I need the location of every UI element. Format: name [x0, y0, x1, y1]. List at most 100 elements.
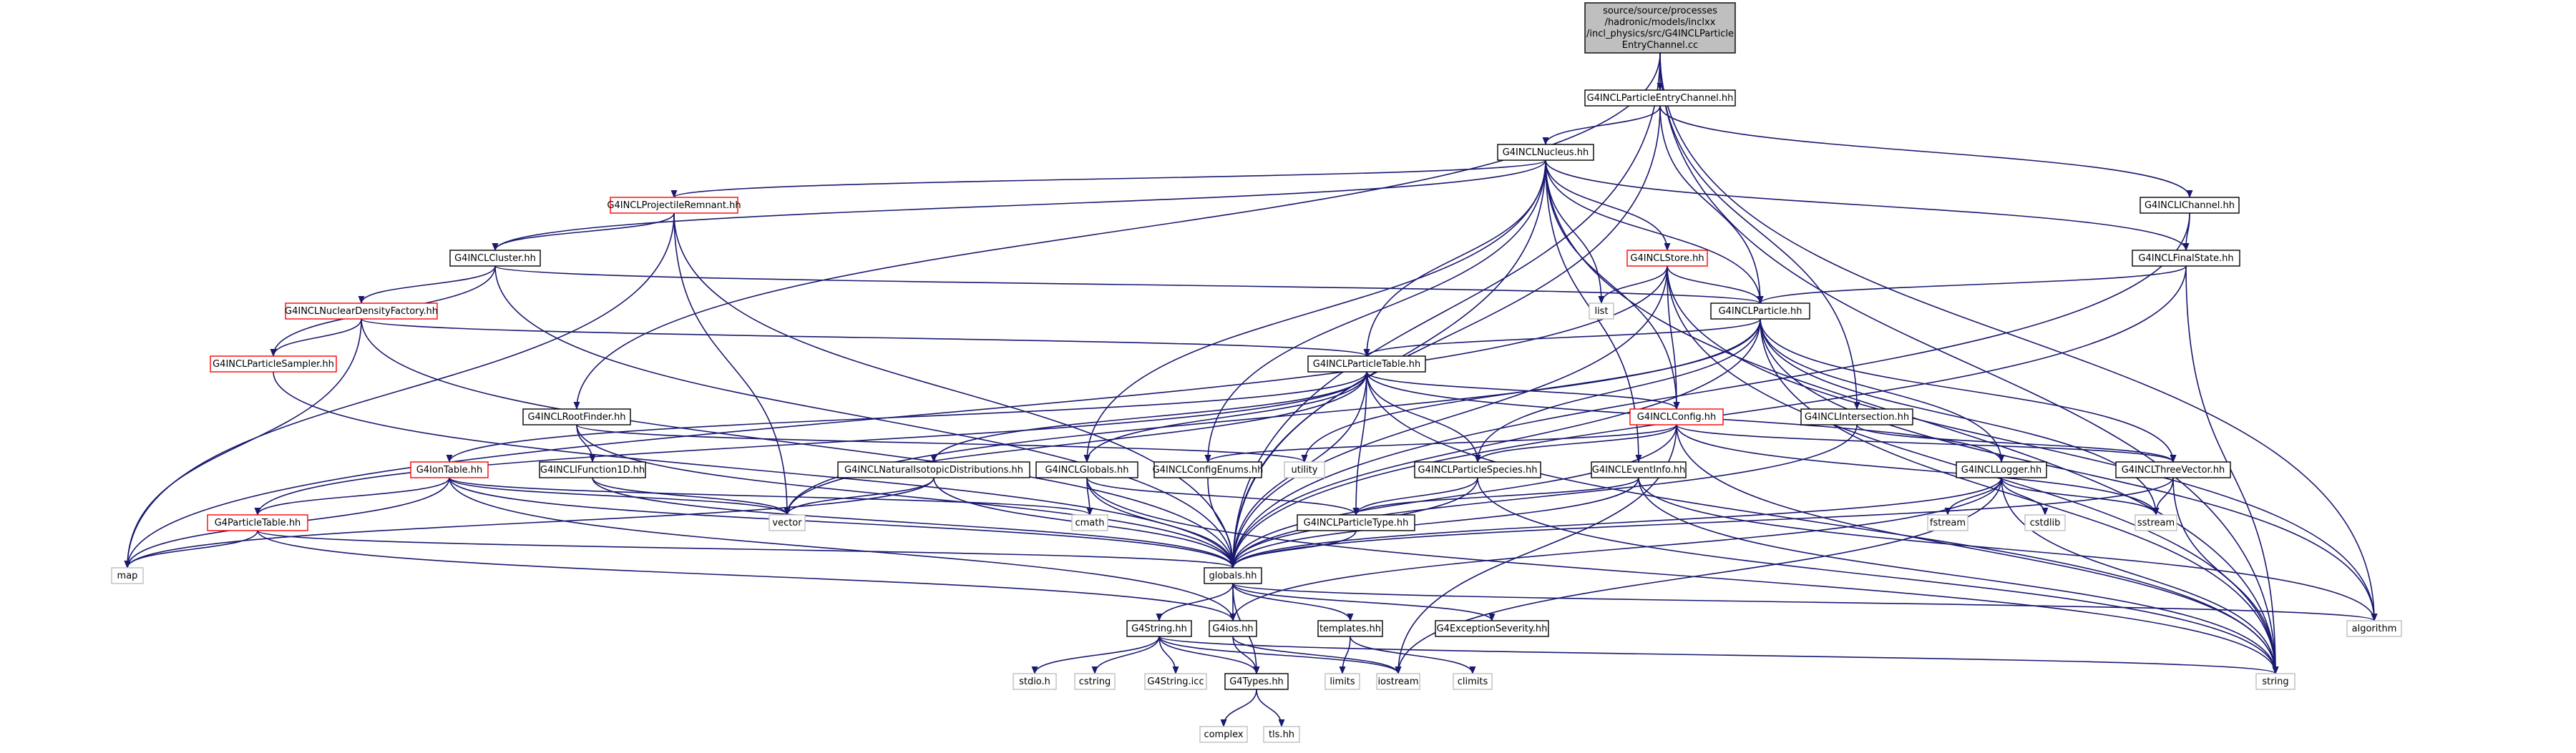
edge-ptable-to-iontable — [446, 371, 1367, 463]
node-box — [1126, 620, 1192, 637]
node-label: G4INCLParticle.hh — [1719, 306, 1802, 317]
node-label: G4INCLParticleTable.hh — [1313, 359, 1420, 370]
edge-entrychannel-to-particle — [1659, 105, 1764, 304]
node-g4ios[interactable]: G4ios.hh — [1209, 620, 1257, 637]
edge-ndfactory-to-ptable — [361, 318, 1370, 357]
node-nucleus[interactable]: G4INCLNucleus.hh — [1497, 144, 1594, 161]
node-label: G4INCLParticleSpecies.hh — [1418, 465, 1538, 476]
node-box — [2115, 461, 2231, 478]
node-threevector[interactable]: G4INCLThreeVector.hh — [2115, 461, 2231, 478]
edge-cluster-to-particle — [494, 265, 1763, 304]
node-box — [1263, 726, 1300, 743]
node-channel[interactable]: G4INCLIChannel.hh — [2140, 197, 2240, 214]
node-function1d[interactable]: G4INCLIFunction1D.hh — [539, 461, 646, 478]
node-cstdlib: cstdlib — [2024, 514, 2066, 531]
edge-g4ptable-to-g4ios — [257, 530, 1236, 621]
edge-g4string-to-iostream — [1158, 636, 1402, 674]
edge-pspecies-to-string — [1477, 477, 2279, 674]
edge-finalstate-to-particle — [1757, 265, 2187, 304]
node-entrychannel[interactable]: G4INCLParticleEntryChannel.hh — [1584, 89, 1736, 107]
edge-ptable-to-ptype — [1352, 371, 1367, 516]
node-configenums[interactable]: G4INCLConfigEnums.hh — [1153, 461, 1264, 478]
node-label: G4INCLFinalState.hh — [2138, 253, 2233, 264]
node-intersection[interactable]: G4INCLIntersection.hh — [1800, 408, 1913, 425]
node-ndfactory[interactable]: G4INCLNuclearDensityFactory.hh — [285, 302, 438, 320]
node-label: G4INCLCluster.hh — [454, 253, 536, 264]
node-root[interactable]: source/source/processes/hadronic/models/… — [1584, 2, 1736, 54]
edge-channel-to-globals — [1229, 212, 2190, 569]
node-label: G4INCLNuclearDensityFactory.hh — [285, 306, 438, 317]
node-pspecies[interactable]: G4INCLParticleSpecies.hh — [1414, 461, 1541, 478]
edge-config-to-globals — [1229, 424, 1677, 569]
node-box — [1800, 408, 1913, 425]
edge-globals-to-templates — [1232, 583, 1354, 621]
edge-pspecies-to-ptype — [1352, 477, 1478, 516]
node-psampler[interactable]: G4INCLParticleSampler.hh — [210, 355, 337, 373]
node-config[interactable]: G4INCLConfig.hh — [1629, 408, 1724, 425]
edge-eventinfo-to-ptype — [1352, 477, 1639, 516]
node-store[interactable]: G4INCLStore.hh — [1626, 250, 1708, 267]
node-box — [1209, 620, 1257, 637]
node-box — [1589, 302, 1614, 320]
node-exception[interactable]: G4ExceptionSeverity.hh — [1435, 620, 1549, 637]
node-iontable[interactable]: G4IonTable.hh — [410, 461, 489, 478]
edge-g4ptable-to-map — [124, 530, 258, 569]
node-finalstate[interactable]: G4INCLFinalState.hh — [2132, 250, 2240, 267]
node-box — [1317, 620, 1383, 637]
edge-cluster-to-globals — [494, 265, 1236, 569]
node-box — [1626, 250, 1708, 267]
node-complex: complex — [1199, 726, 1248, 743]
node-label: G4INCLNucleus.hh — [1503, 147, 1589, 158]
node-label: sstream — [2137, 518, 2175, 528]
node-label: complex — [1204, 729, 1243, 740]
edge-store-to-config — [1667, 265, 1680, 410]
node-ptype[interactable]: G4INCLParticleType.hh — [1297, 514, 1415, 531]
edge-logger-to-globals — [1229, 477, 2002, 569]
node-globals[interactable]: globals.hh — [1204, 567, 1262, 584]
node-natiso[interactable]: G4INCLNaturalIsotopicDistributions.hh — [837, 461, 1030, 478]
edge-eventinfo-to-globals — [1229, 477, 1639, 569]
node-box — [2024, 514, 2066, 531]
node-g4ptable[interactable]: G4ParticleTable.hh — [207, 514, 308, 531]
edge-store-to-particle — [1667, 265, 1764, 304]
edge-rootfinder-to-utility — [576, 424, 1308, 463]
node-box — [1074, 673, 1116, 690]
node-g4string[interactable]: G4String.hh — [1126, 620, 1192, 637]
edge-function1d-to-globals — [592, 477, 1236, 569]
node-logger[interactable]: G4INCLLogger.hh — [1956, 461, 2047, 478]
edge-ptable-to-g4ptable — [254, 371, 1367, 516]
node-templates[interactable]: templates.hh — [1317, 620, 1383, 637]
edge-projremnant-to-map — [124, 212, 675, 569]
node-particle[interactable]: G4INCLParticle.hh — [1710, 302, 1810, 320]
node-box — [1297, 514, 1415, 531]
node-g4types[interactable]: G4Types.hh — [1224, 673, 1289, 690]
edge-g4ios-to-g4types — [1232, 636, 1260, 674]
edge-g4string-to-g4types — [1158, 636, 1260, 674]
edge-config-to-pspecies — [1474, 424, 1677, 463]
node-label: G4IonTable.hh — [416, 465, 483, 476]
node-rootfinder[interactable]: G4INCLRootFinder.hh — [522, 408, 631, 425]
node-label: algorithm — [2352, 624, 2397, 634]
edge-config-to-sstream — [1676, 424, 2160, 516]
node-limits: limits — [1324, 673, 1360, 690]
node-ptable[interactable]: G4INCLParticleTable.hh — [1307, 355, 1426, 373]
edge-ptype-to-globals — [1229, 530, 1357, 569]
node-label: G4INCLRootFinder.hh — [527, 412, 625, 423]
node-globalsincl[interactable]: G4INCLGlobals.hh — [1035, 461, 1138, 478]
node-label: G4INCLIFunction1D.hh — [540, 465, 645, 476]
edge-globalsincl-to-globals — [1086, 477, 1236, 569]
node-projremnant[interactable]: G4INCLProjectileRemnant.hh — [607, 197, 741, 214]
node-stdio: stdio.h — [1013, 673, 1057, 690]
edge-logger-to-iostream — [1395, 477, 2002, 674]
edge-iontable-to-g4ptable — [254, 477, 450, 516]
node-cluster[interactable]: G4INCLCluster.hh — [449, 250, 541, 267]
edge-ptable-to-config — [1366, 371, 1680, 410]
node-label: G4INCLEventInfo.hh — [1592, 465, 1685, 476]
node-label: G4INCLParticleEntryChannel.hh — [1587, 93, 1734, 104]
node-sstream: sstream — [2135, 514, 2177, 531]
edge-particle-to-utility — [1301, 318, 1761, 463]
edge-particle-to-string — [1760, 318, 2279, 674]
edge-iontable-to-vector — [449, 477, 791, 516]
node-eventinfo[interactable]: G4INCLEventInfo.hh — [1591, 461, 1687, 478]
